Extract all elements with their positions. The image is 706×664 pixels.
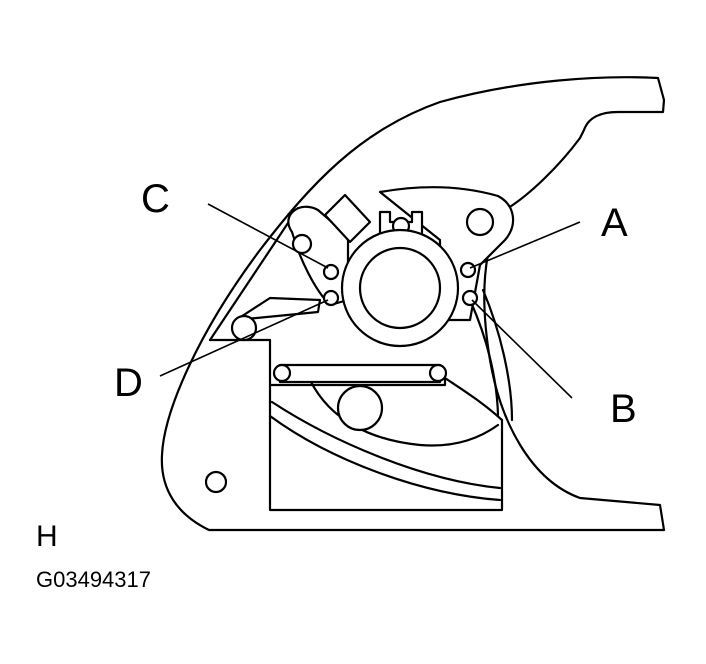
callout-c: C bbox=[141, 177, 170, 221]
link-pin-right bbox=[428, 363, 448, 383]
housing-inner-edge bbox=[208, 206, 300, 342]
link-rod bbox=[278, 363, 442, 384]
view-letter: H bbox=[36, 520, 58, 553]
right-guide-inner bbox=[468, 298, 500, 417]
mounting-hole-left bbox=[204, 470, 228, 494]
right-guide bbox=[481, 288, 514, 422]
leader-line-a bbox=[469, 221, 581, 269]
leader-line-c bbox=[207, 203, 329, 269]
arc-curved-slot bbox=[308, 378, 500, 447]
left-link-pin bbox=[230, 314, 258, 342]
arc-inner bbox=[268, 414, 502, 502]
pivot-lever-hole bbox=[291, 233, 313, 255]
angled-cam bbox=[323, 193, 372, 244]
pin-a bbox=[459, 261, 477, 279]
pin-d bbox=[322, 289, 340, 307]
fan-plate-hole bbox=[465, 207, 495, 237]
callout-a: A bbox=[601, 201, 628, 245]
figure-code: G03494317 bbox=[36, 567, 151, 592]
callout-d: D bbox=[114, 361, 143, 405]
link-pin-left bbox=[272, 363, 292, 383]
leader-line-d bbox=[159, 299, 329, 377]
central-hub-inner bbox=[358, 246, 442, 330]
arc-outer bbox=[270, 400, 502, 490]
leader-line-b bbox=[471, 299, 573, 399]
left-link-arm bbox=[234, 296, 322, 322]
callout-b: B bbox=[610, 387, 637, 431]
lower-boss bbox=[336, 384, 384, 432]
